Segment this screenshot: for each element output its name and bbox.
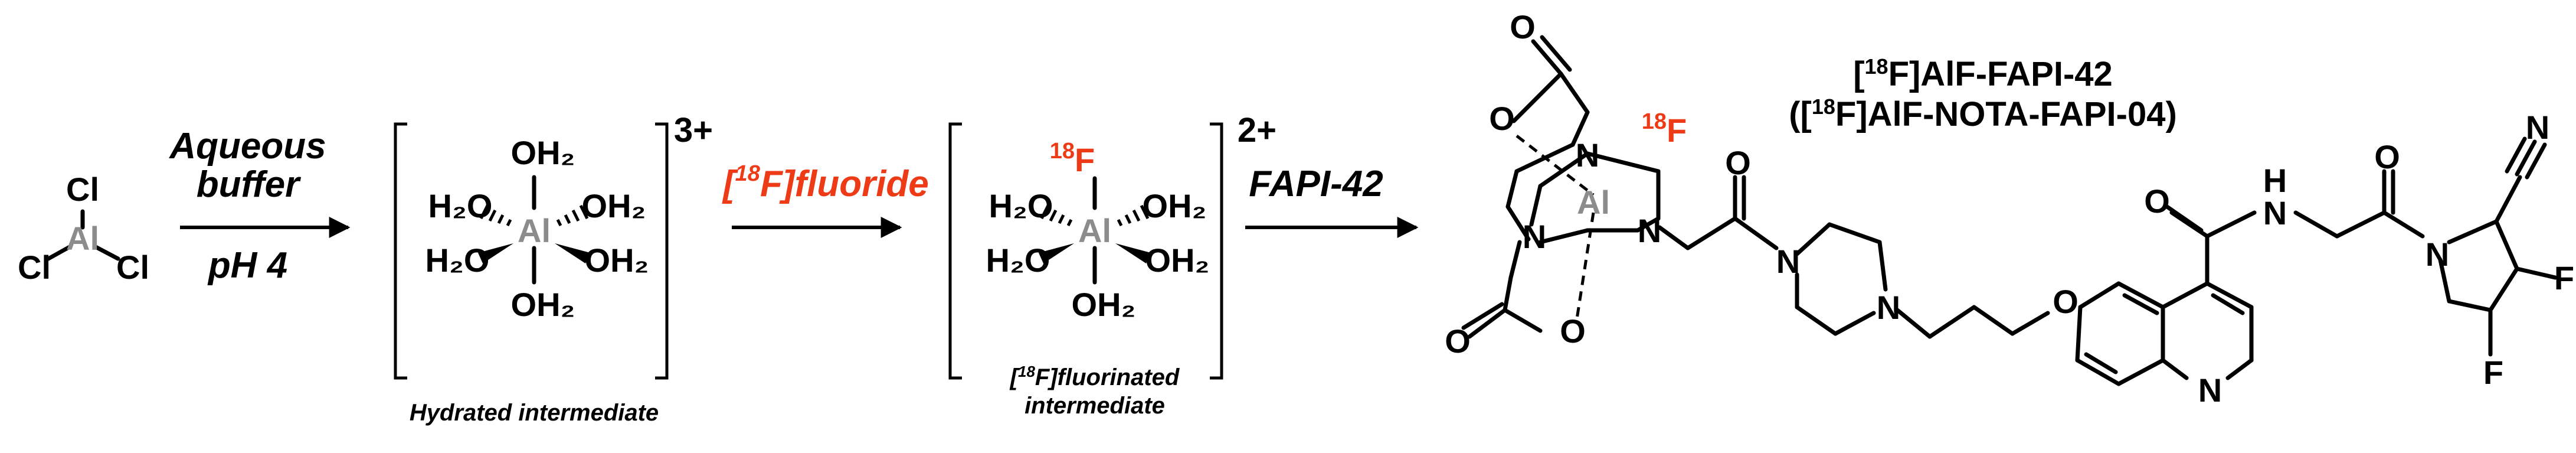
- product-title-line2: ([18F]AlF-NOTA-FAPI-04): [1789, 94, 2177, 133]
- piperazine-n-4: N: [1877, 289, 1900, 326]
- nota-n-right: N: [1638, 212, 1661, 249]
- step2-text: F]fluoride: [760, 164, 929, 204]
- difluoro-f-atom-1: F: [2554, 259, 2574, 296]
- glycine-h-atom: H: [2263, 162, 2287, 199]
- charge-3plus: 3+: [674, 111, 713, 149]
- reaction-arrow-3: FAPI-42: [1245, 164, 1419, 238]
- charge-2plus: 2+: [1238, 111, 1276, 149]
- compound-alcl3: Cl Al Cl Cl: [18, 171, 149, 286]
- carbonyl-o-atom: O: [1510, 8, 1536, 45]
- cl-atom-top: Cl: [66, 171, 99, 208]
- bracket-left: [394, 122, 407, 380]
- caption-fluorinated-line2: intermediate: [1024, 393, 1165, 419]
- fluorine-iso: 18: [1050, 139, 1075, 164]
- glycine-n-atom: N: [2263, 194, 2287, 232]
- title2-text: F]AlF-NOTA-FAPI-04): [1835, 95, 2177, 133]
- water-ligand-bottom: OH₂: [511, 286, 575, 323]
- carboxylate-o-atom-2: O: [1560, 312, 1586, 350]
- al-atom: Al: [1577, 184, 1610, 221]
- fluorine-symbol: F: [1075, 141, 1095, 178]
- water-ligand-lower-left: H₂O: [986, 242, 1050, 279]
- nota-n-left: N: [1523, 218, 1546, 255]
- reaction-arrow-1: Aqueous buffer pH 4: [168, 126, 351, 286]
- carboxylate-o-atom: O: [1489, 100, 1515, 137]
- difluoro-f-atom-2: F: [2483, 354, 2503, 391]
- title-iso: 18: [1865, 54, 1888, 79]
- caption-iso: 18: [1018, 363, 1035, 380]
- water-ligand-upper-left: H₂O: [428, 187, 493, 224]
- product-title-line1: [18F]AlF-FAPI-42: [1853, 54, 2113, 93]
- caption-text: F]fluorinated: [1035, 364, 1180, 390]
- step3-label: FAPI-42: [1249, 164, 1383, 204]
- al-atom: Al: [66, 220, 99, 257]
- fluorine-symbol: F: [1667, 112, 1687, 149]
- step1-label-mid: buffer: [197, 164, 301, 205]
- quinoline-ring: [2075, 204, 2257, 386]
- piperazine-ring: [1795, 222, 2050, 339]
- nota-chelator-cage: [1461, 35, 1779, 339]
- compound-fluorinated-intermediate: 2+ 18F Al OH₂ H₂O OH₂ H₂O OH₂ [18F]fluor…: [948, 111, 1276, 419]
- fluorine-18-atom: 18F: [1642, 109, 1687, 149]
- step2-label: [18F]fluoride: [722, 161, 929, 204]
- ether-o-atom: O: [2053, 283, 2079, 320]
- fluorine-18-atom: 18F: [1050, 139, 1095, 178]
- step2-iso: 18: [735, 161, 761, 186]
- quinoline-amide-o: O: [2144, 182, 2170, 220]
- water-ligand-lower-right: OH₂: [1145, 242, 1210, 279]
- water-ligand-upper-right: OH₂: [1143, 187, 1207, 224]
- step1-label-top: Aqueous: [168, 126, 326, 167]
- piperazine-n-1: N: [1776, 243, 1800, 280]
- cl-atom-right: Cl: [116, 249, 149, 286]
- glycine-carbonyl-o: O: [2374, 138, 2400, 175]
- reaction-arrow-2: [18F]fluoride: [722, 161, 929, 238]
- fluorine-iso: 18: [1642, 109, 1667, 134]
- water-ligand-upper-left: H₂O: [989, 187, 1053, 224]
- amide-o-atom: O: [1725, 144, 1751, 181]
- water-ligand-lower-left: H₂O: [425, 242, 490, 279]
- caption-hydrated: Hydrated intermediate: [410, 400, 659, 426]
- product-structure: O O N Al 18F N N O O O N N O: [1445, 8, 2574, 409]
- cl-atom-left: Cl: [18, 249, 51, 286]
- cyanopyrrolidine-moiety: [2293, 136, 2558, 357]
- al-atom: Al: [1078, 212, 1111, 249]
- bracket-left: [948, 122, 962, 380]
- nota-n-top: N: [1576, 136, 1599, 174]
- carbonyl-o-atom-2: O: [1445, 322, 1471, 360]
- nitrile-n-atom: N: [2526, 109, 2549, 146]
- water-ligand-top: OH₂: [511, 134, 575, 171]
- title2-iso: 18: [1812, 94, 1835, 119]
- pyrrolidine-n-atom: N: [2426, 236, 2449, 273]
- product-title: [18F]AlF-FAPI-42 ([18F]AlF-NOTA-FAPI-04): [1789, 54, 2177, 133]
- water-ligand-lower-right: OH₂: [585, 242, 649, 279]
- al-atom: Al: [518, 212, 551, 249]
- water-ligand-bottom: OH₂: [1072, 286, 1136, 323]
- quinoline-n-atom: N: [2198, 371, 2222, 409]
- step1-label-bottom: pH 4: [207, 245, 287, 286]
- caption-fluorinated-line1: [18F]fluorinated: [1009, 363, 1180, 390]
- compound-hydrated-intermediate: 3+ Al OH₂ OH₂ H₂O OH₂ H₂O OH₂ Hydrated i…: [394, 111, 713, 426]
- water-ligand-upper-right: OH₂: [582, 187, 646, 224]
- bracket-right: [1210, 122, 1223, 380]
- title-text: F]AlF-FAPI-42: [1888, 55, 2113, 93]
- bracket-right: [655, 122, 669, 380]
